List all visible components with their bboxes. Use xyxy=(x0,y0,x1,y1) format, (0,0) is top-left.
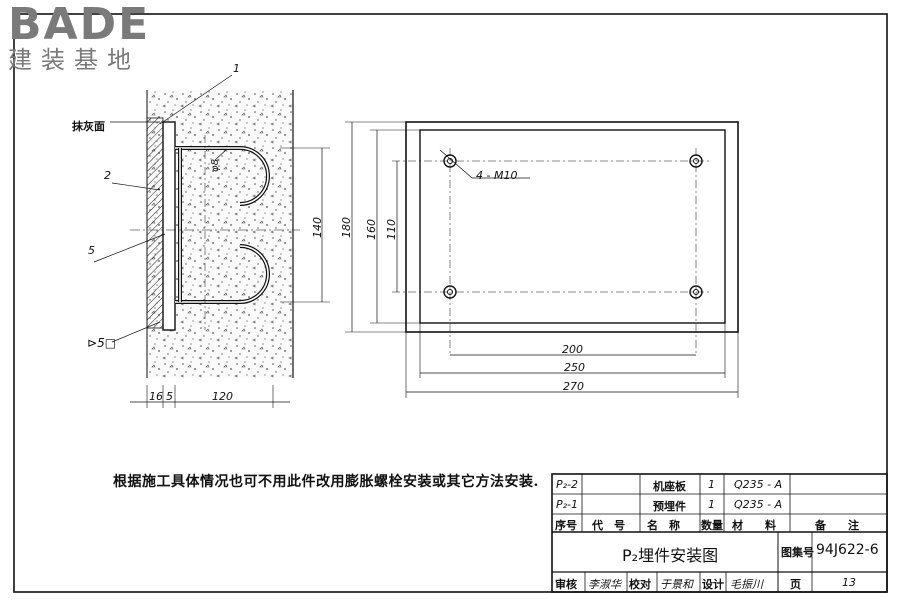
installation-note: 根据施工具体情况也可不用此件改用膨胀螺栓安装或其它方法安装. xyxy=(113,474,539,490)
row-2-name: 预埋件 xyxy=(653,500,686,513)
bolt-label: 4 - M10 xyxy=(476,169,518,182)
review-label: 审核 xyxy=(555,578,577,591)
base-plate-inner xyxy=(419,129,726,324)
logo-brand: BADE xyxy=(8,0,151,50)
dim-160: 160 xyxy=(365,219,378,240)
plaster-layer xyxy=(146,117,164,329)
header-seq: 序号 xyxy=(555,519,577,532)
callout-5: 5 xyxy=(88,244,95,257)
page-number: 13 xyxy=(842,576,856,589)
design-label: 设计 xyxy=(702,578,724,591)
design-sign: 毛振川 xyxy=(730,578,763,591)
weld-symbol: ⊳5□ xyxy=(87,336,117,350)
dim-120: 120 xyxy=(212,390,233,403)
page-label: 页 xyxy=(790,578,801,591)
header-remark: 备 注 xyxy=(815,519,859,532)
section-view xyxy=(93,74,330,408)
dim-16: 16 xyxy=(149,390,163,403)
header-qty: 数量 xyxy=(701,519,723,532)
atlas-number: 94J622-6 xyxy=(816,542,879,558)
row-1-material: Q235 - A xyxy=(734,478,783,491)
weld-size: 5 xyxy=(97,336,105,350)
dim-200: 200 xyxy=(562,343,583,356)
dim-270: 270 xyxy=(563,380,584,393)
header-code: 代 号 xyxy=(592,519,625,532)
dim-250: 250 xyxy=(564,361,585,374)
row-1-name: 机座板 xyxy=(653,480,686,493)
row-2-code: P₂-1 xyxy=(556,498,579,511)
check-sign: 于景和 xyxy=(660,578,693,591)
sheet-border xyxy=(13,13,888,593)
row-2-qty: 1 xyxy=(708,498,715,511)
header-name: 名 称 xyxy=(647,519,680,532)
callout-plaster: 抹灰面 xyxy=(72,120,105,133)
dim-5: 5 xyxy=(166,390,173,403)
row-2-material: Q235 - A xyxy=(734,498,783,511)
header-material: 材 料 xyxy=(732,519,776,532)
atlas-label: 图集号 xyxy=(781,546,814,559)
dim-180: 180 xyxy=(340,217,353,238)
diameter-label: φ8 xyxy=(210,159,221,172)
row-1-code: P₂-2 xyxy=(556,478,579,491)
check-label: 校对 xyxy=(629,578,651,591)
drawing-title: P₂埋件安装图 xyxy=(622,546,719,565)
callout-1: 1 xyxy=(233,62,240,75)
base-plate-outer xyxy=(405,121,739,333)
title-block xyxy=(551,473,888,593)
plate-view xyxy=(345,121,739,398)
logo: BADE 建装基地 xyxy=(8,0,168,75)
anchor-plate xyxy=(162,121,176,331)
row-1-qty: 1 xyxy=(708,478,715,491)
logo-subtitle: 建装基地 xyxy=(8,46,140,74)
callout-2: 2 xyxy=(104,169,111,182)
dim-110: 110 xyxy=(385,219,398,240)
review-sign: 李淑华 xyxy=(588,578,621,591)
dim-140: 140 xyxy=(311,217,324,238)
